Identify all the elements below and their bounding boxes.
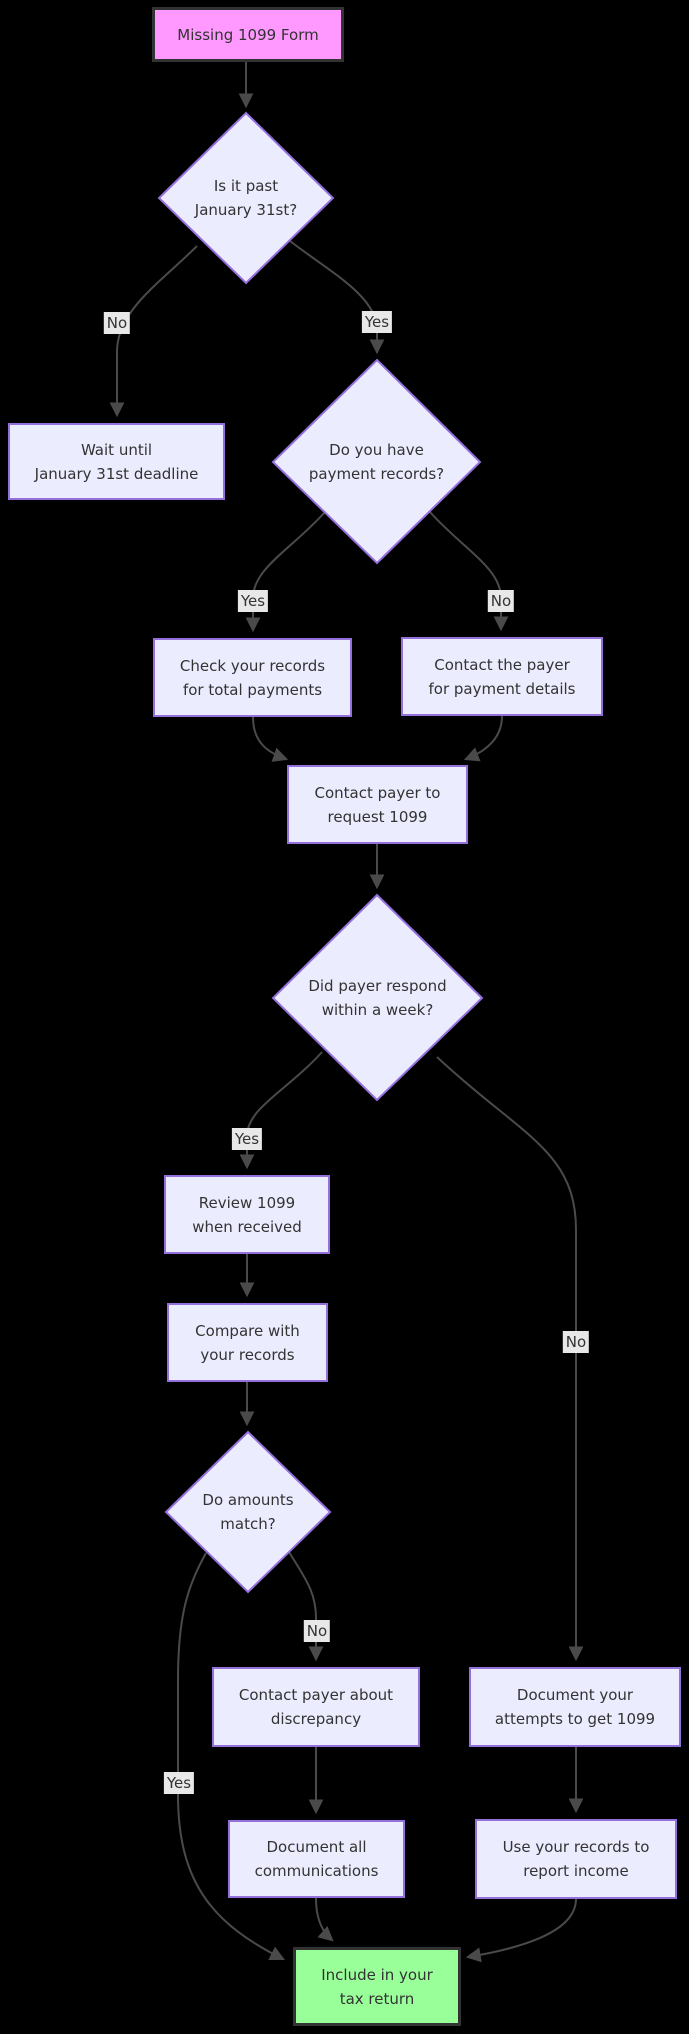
edge-d4-no-to-discrepancy <box>288 1551 324 1662</box>
edge-doccomms-to-end <box>315 1897 334 1942</box>
node-include-in-tax-return: Include in your tax return <box>293 1947 461 2026</box>
node-review-1099: Review 1099 when received <box>164 1175 330 1254</box>
decision-past-january-shape <box>157 111 335 285</box>
edge-d1-yes-to-d2 <box>289 240 385 355</box>
node-compare-with-records: Compare with your records <box>167 1303 328 1382</box>
node-document-all-communications: Document all communications <box>228 1820 405 1898</box>
edge-label-d1-no: No <box>103 312 131 334</box>
edge-d3-no-to-attempts <box>436 1056 584 1662</box>
node-document-attempts: Document your attempts to get 1099 <box>469 1667 681 1747</box>
edge-d2-yes-to-check <box>245 511 326 633</box>
edge-userecords-to-end <box>465 1898 577 1963</box>
decision-payment-records-shape <box>271 358 482 565</box>
edge-label-d2-yes: Yes <box>237 590 269 612</box>
edge-label-d4-yes: Yes <box>163 1772 195 1794</box>
node-wait-until-deadline: Wait until January 31st deadline <box>8 423 225 500</box>
node-contact-the-payer: Contact the payer for payment details <box>401 637 603 716</box>
edge-label-d1-yes: Yes <box>361 311 393 333</box>
node-check-your-records: Check your records for total payments <box>153 638 352 717</box>
node-contact-payer-request-1099: Contact payer to request 1099 <box>287 765 468 844</box>
edge-check-to-request <box>252 716 289 762</box>
edge-d4-yes-to-end <box>177 1552 286 1961</box>
edge-label-d3-yes: Yes <box>231 1128 263 1150</box>
node-contact-payer-discrepancy: Contact payer about discrepancy <box>212 1667 420 1747</box>
decision-amounts-match-shape <box>164 1430 332 1594</box>
edge-label-d3-no: No <box>562 1331 590 1353</box>
node-missing-1099-form: Missing 1099 Form <box>152 7 344 62</box>
edge-d1-no-to-wait <box>109 245 198 418</box>
edge-label-d4-no: No <box>303 1620 331 1642</box>
edge-contact-to-request <box>463 715 503 762</box>
decision-payer-respond-shape <box>271 893 484 1102</box>
node-use-your-records: Use your records to report income <box>475 1819 677 1899</box>
edge-label-d2-no: No <box>487 590 515 612</box>
